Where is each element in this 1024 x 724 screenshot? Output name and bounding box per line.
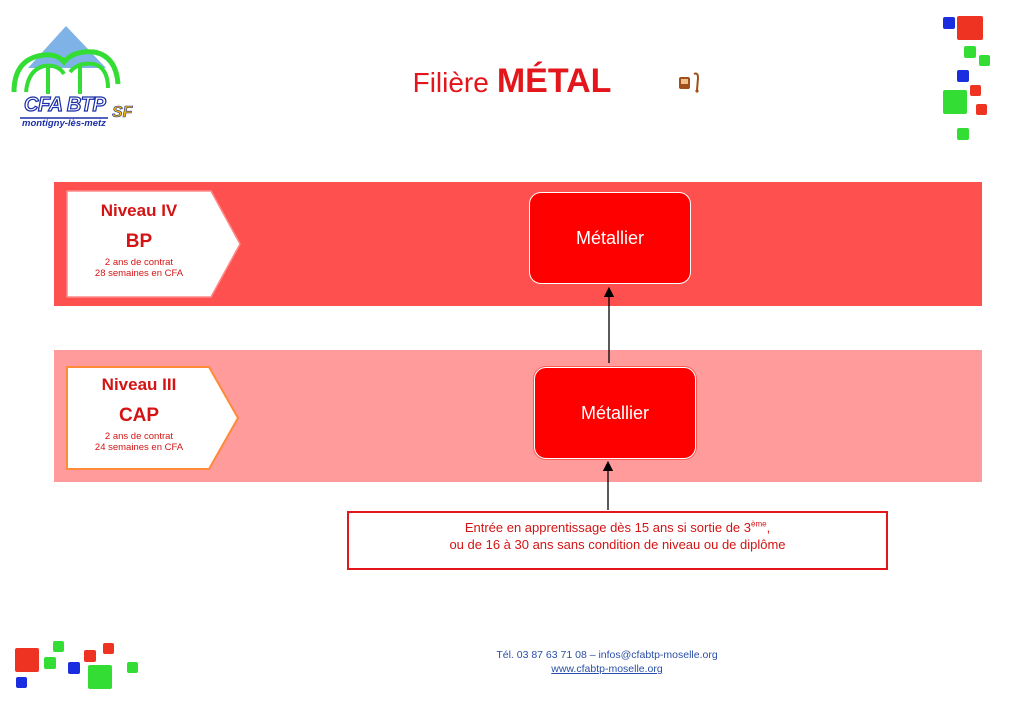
- decor-square: [84, 650, 96, 662]
- diploma-name: CAP: [118, 405, 160, 426]
- decor-square: [103, 643, 114, 654]
- decor-square: [964, 46, 976, 58]
- decor-square: [943, 17, 955, 29]
- decor-square: [957, 128, 969, 140]
- logo-suffix: SF: [112, 104, 133, 122]
- decor-square: [88, 665, 112, 689]
- decor-square: [44, 657, 56, 669]
- decor-square: [976, 104, 987, 115]
- logo-name: CFA BTP: [23, 93, 106, 116]
- footer-website-link[interactable]: www.cfabtp-moselle.org: [551, 663, 663, 675]
- decor-square: [957, 70, 969, 82]
- logo-city: montigny-lès-metz: [22, 118, 106, 129]
- title-main: MÉTAL: [496, 62, 612, 100]
- job-box-metallier-bp: Métallier: [529, 192, 691, 284]
- decor-square: [53, 641, 64, 652]
- contract-duration: 2 ans de contrat: [104, 257, 174, 268]
- decor-square: [68, 662, 80, 674]
- job-box-metallier-cap: Métallier: [534, 367, 696, 459]
- level-label-niveau-iii: Niveau III CAP 2 ans de contrat 24 semai…: [66, 366, 240, 470]
- diploma-name: BP: [125, 231, 153, 252]
- training-weeks: 28 semaines en CFA: [94, 268, 184, 279]
- footer: Tél. 03 87 63 71 08 – infos@cfabtp-mosel…: [0, 648, 1024, 676]
- logo-graphic: [11, 26, 121, 119]
- entry-line-1: Entrée en apprentissage dès 15 ans si so…: [464, 519, 771, 535]
- entry-conditions-box: Entrée en apprentissage dès 15 ans si so…: [347, 511, 888, 570]
- footer-contact: Tél. 03 87 63 71 08 – infos@cfabtp-mosel…: [496, 649, 718, 661]
- welding-tool-icon: [679, 72, 700, 93]
- decor-square: [957, 16, 983, 40]
- contract-duration: 2 ans de contrat: [104, 431, 174, 442]
- level-name: Niveau III: [101, 375, 177, 394]
- title-prefix: Filière: [412, 67, 489, 98]
- level-name: Niveau IV: [100, 201, 178, 220]
- decor-square: [16, 677, 27, 688]
- training-weeks: 24 semaines en CFA: [94, 442, 184, 453]
- cfa-btp-logo: CFA BTP montigny-lès-metz SF: [8, 22, 138, 134]
- entry-line-2: ou de 16 à 30 ans sans condition de nive…: [449, 537, 786, 552]
- decor-square: [15, 648, 39, 672]
- decor-square: [979, 55, 990, 66]
- decor-square: [970, 85, 981, 96]
- level-label-niveau-iv: Niveau IV BP 2 ans de contrat 28 semaine…: [66, 190, 241, 298]
- decor-square: [127, 662, 138, 673]
- decor-square: [943, 90, 967, 114]
